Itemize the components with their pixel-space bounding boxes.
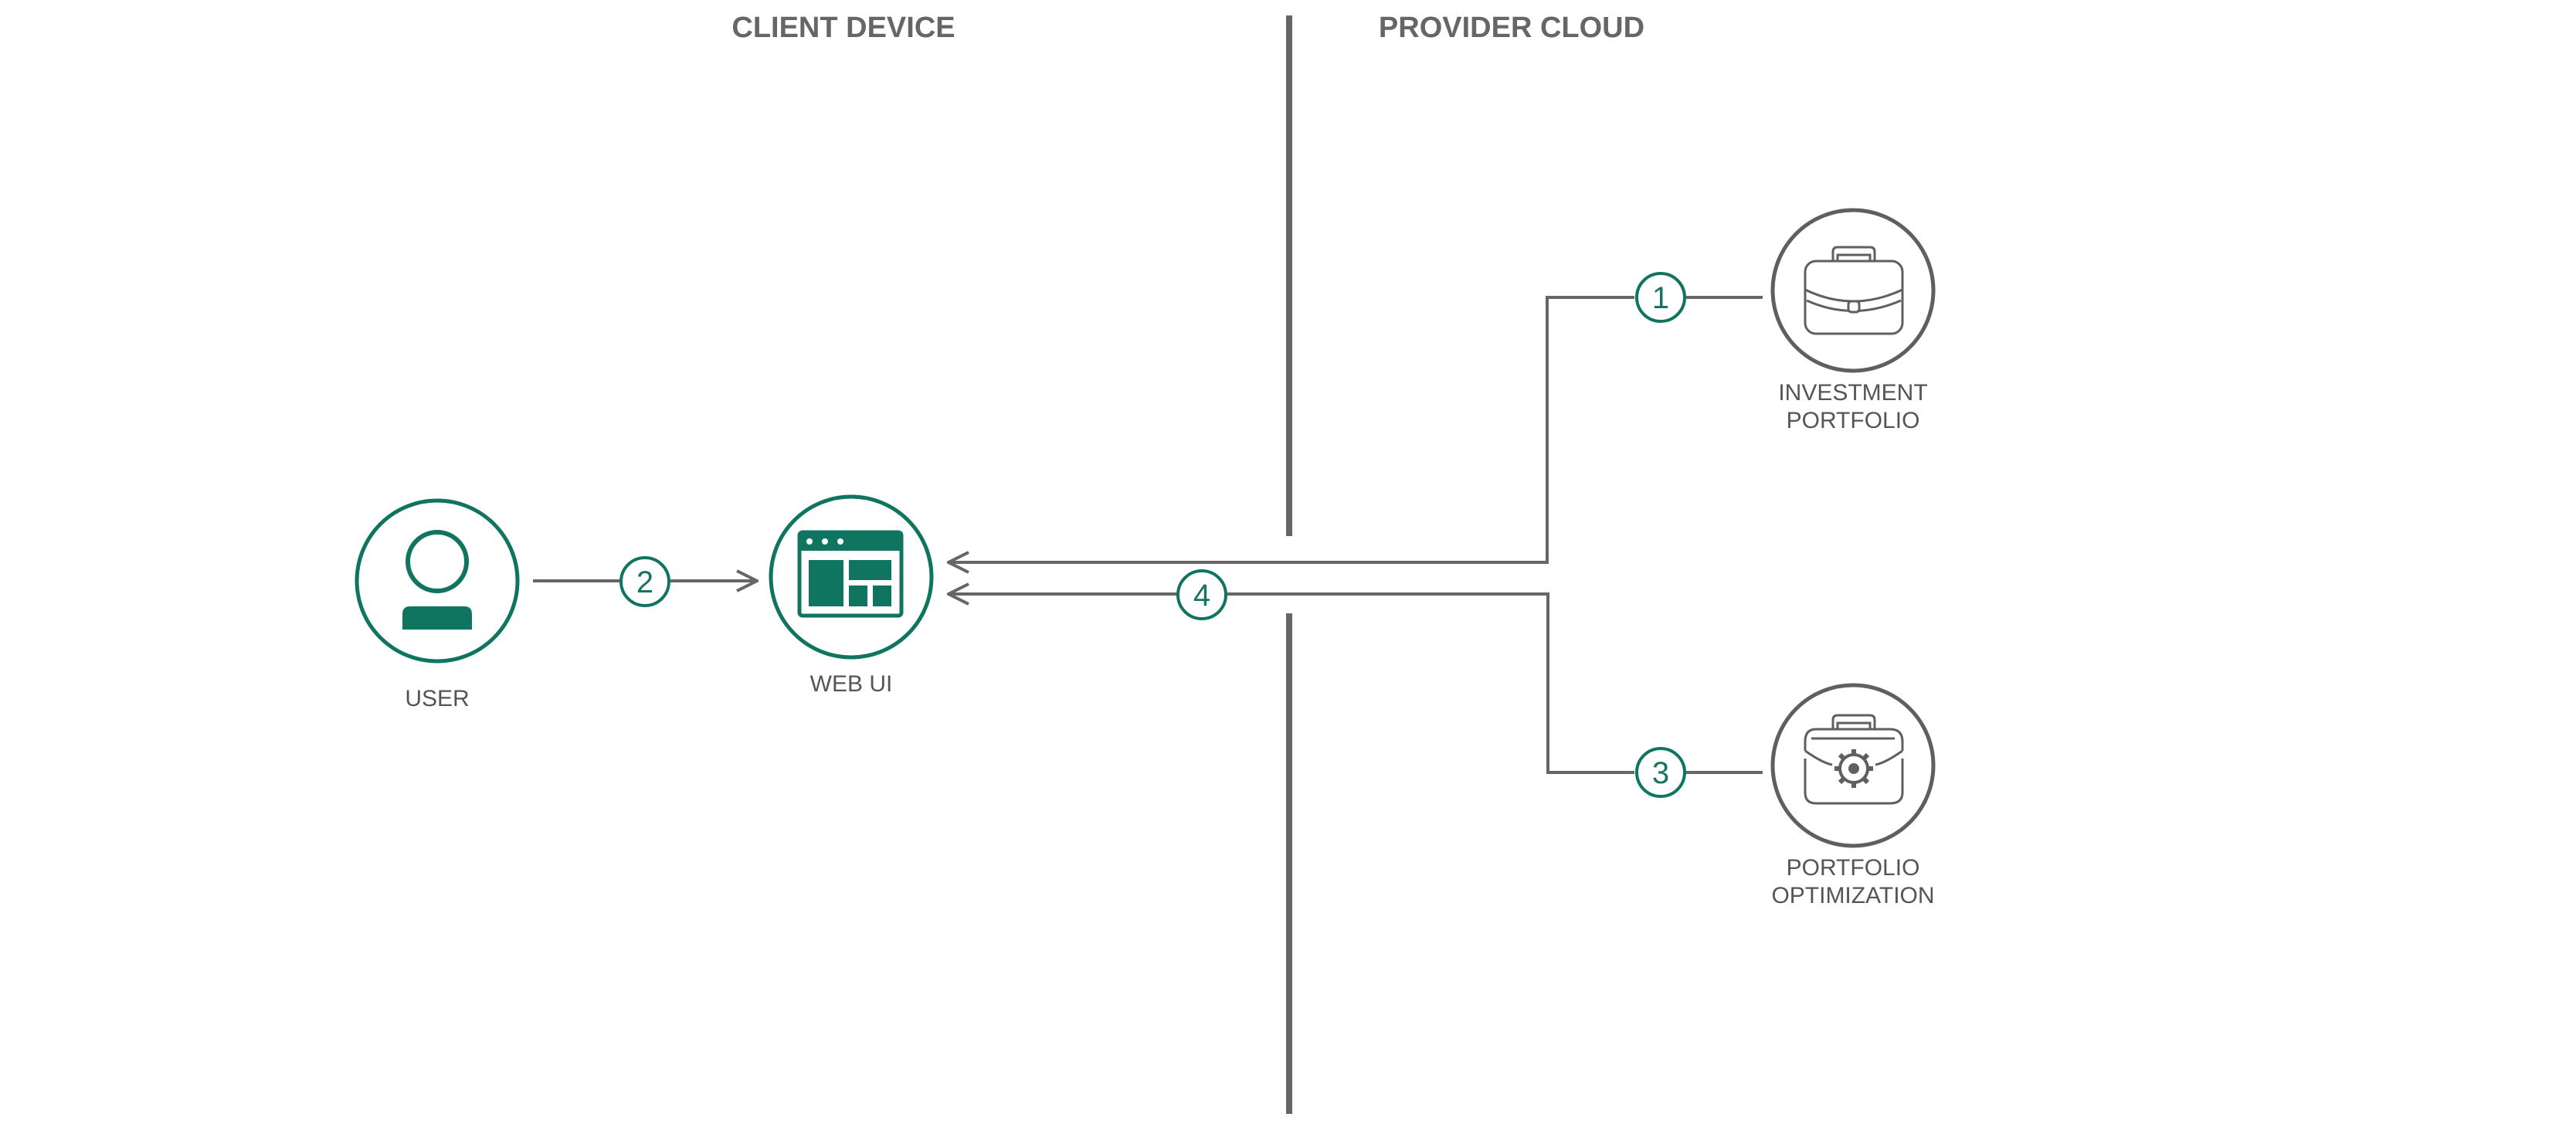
user-icon <box>402 530 472 630</box>
node-investment-portfolio: INVESTMENT PORTFOLIO <box>1770 208 1936 433</box>
briefcase-gear-icon <box>1804 714 1904 805</box>
section-title-client-device: CLIENT DEVICE <box>731 12 955 44</box>
briefcase-icon <box>1804 246 1904 335</box>
node-web-ui: WEB UI <box>769 494 934 697</box>
step-badge-2: 2 <box>619 556 670 607</box>
step-number-2: 2 <box>636 565 653 599</box>
step-number-3: 3 <box>1652 756 1669 790</box>
node-portfolio-optimization: PORTFOLIO OPTIMIZATION <box>1770 683 1936 908</box>
connector-optimization-to-webui <box>949 594 1763 774</box>
node-label-investment-line1: INVESTMENT <box>1778 380 1927 406</box>
connector-investment-to-webui <box>949 296 1763 562</box>
node-label-optimization-line2: OPTIMIZATION <box>1771 883 1934 908</box>
step-badge-3: 3 <box>1635 747 1686 798</box>
step-badge-4: 4 <box>1176 569 1227 620</box>
browser-window-icon <box>797 530 904 618</box>
node-user: USER <box>355 498 520 711</box>
node-label-web-ui: WEB UI <box>810 671 893 697</box>
step-number-1: 1 <box>1652 281 1669 315</box>
step-number-4: 4 <box>1193 579 1210 613</box>
gear-icon <box>1834 749 1873 788</box>
node-label-user: USER <box>405 686 469 711</box>
step-badge-1: 1 <box>1635 272 1686 323</box>
node-label-optimization-line1: PORTFOLIO <box>1787 855 1920 881</box>
section-title-provider-cloud: PROVIDER CLOUD <box>1379 12 1644 44</box>
node-label-investment-line2: PORTFOLIO <box>1787 408 1920 433</box>
